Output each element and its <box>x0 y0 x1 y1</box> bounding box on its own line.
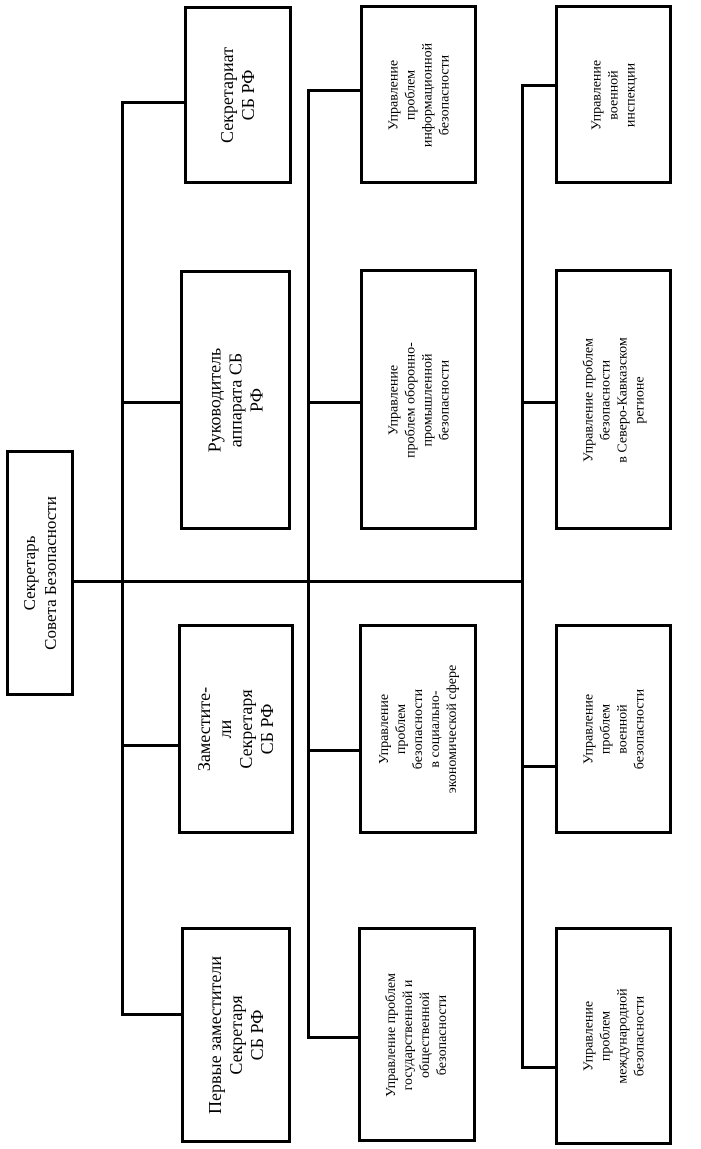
column-2-label-state-public-security: Управление проблем государственной и общ… <box>384 972 450 1097</box>
connector-column-2-branch-2 <box>307 749 359 752</box>
column-2-label-information-security: Управление проблем информационной безопа… <box>385 42 452 147</box>
column-3-label-military-security: Управление проблем военной безопасности <box>580 688 647 770</box>
column-1-box-first-deputies: Первые заместители Секретаря СБ РФ <box>181 927 291 1143</box>
column-1-box-deputies: Заместите- ли Секретаря СБ РФ <box>178 624 294 834</box>
connector-root-trunk <box>74 580 524 583</box>
column-3-label-international-security: Управление проблем международной безопас… <box>580 988 647 1084</box>
column-1-label-deputies: Заместите- ли Секретаря СБ РФ <box>194 686 277 772</box>
connector-column-2-branch-1 <box>307 1036 358 1039</box>
column-1-label-chief-of-staff: Руководитель аппарата СБ РФ <box>204 347 266 453</box>
connector-column-1-spine <box>121 101 124 1016</box>
column-2-box-defense-industrial-security: Управление проблем оборонно- промышленно… <box>360 269 477 530</box>
column-2-label-defense-industrial-security: Управление проблем оборонно- промышленно… <box>385 341 452 458</box>
column-2-label-socio-economic-security: Управление проблем безопасности в социал… <box>376 664 460 794</box>
root-label: Секретарь Совета Безопасности <box>20 496 60 650</box>
connector-column-1-branch-3 <box>121 401 180 404</box>
connector-column-3-branch-4 <box>521 84 555 87</box>
column-3-box-military-inspection: Управление военной инспекции <box>555 5 672 184</box>
connector-column-1-branch-4 <box>121 101 184 104</box>
connector-column-2-branch-3 <box>307 401 360 404</box>
column-2-box-state-public-security: Управление проблем государственной и общ… <box>358 927 476 1142</box>
root-box-secretary: Секретарь Совета Безопасности <box>6 450 74 696</box>
column-2-box-socio-economic-security: Управление проблем безопасности в социал… <box>359 624 477 834</box>
connector-column-3-branch-2 <box>521 765 555 768</box>
column-1-label-first-deputies: Первые заместители Секретаря СБ РФ <box>204 956 267 1114</box>
column-3-label-north-caucasus-security: Управление проблем безопасности в Северо… <box>580 336 647 463</box>
column-3-box-military-security: Управление проблем военной безопасности <box>555 624 672 834</box>
connector-column-3-branch-1 <box>521 1066 555 1069</box>
column-1-label-secretariat: Секретариат СБ РФ <box>217 46 258 144</box>
column-1-box-chief-of-staff: Руководитель аппарата СБ РФ <box>180 270 291 530</box>
connector-column-3-spine <box>521 84 524 1069</box>
connector-column-3-branch-3 <box>521 401 555 404</box>
column-2-box-information-security: Управление проблем информационной безопа… <box>360 5 477 184</box>
column-3-label-military-inspection: Управление военной инспекции <box>589 59 638 130</box>
connector-column-2-spine <box>307 89 310 1039</box>
column-1-box-secretariat: Секретариат СБ РФ <box>184 6 292 184</box>
column-3-box-north-caucasus-security: Управление проблем безопасности в Северо… <box>555 269 672 530</box>
column-3-box-international-security: Управление проблем международной безопас… <box>555 927 672 1145</box>
connector-column-1-branch-2 <box>121 744 178 747</box>
connector-column-1-branch-1 <box>121 1013 181 1016</box>
connector-column-2-branch-4 <box>307 89 360 92</box>
